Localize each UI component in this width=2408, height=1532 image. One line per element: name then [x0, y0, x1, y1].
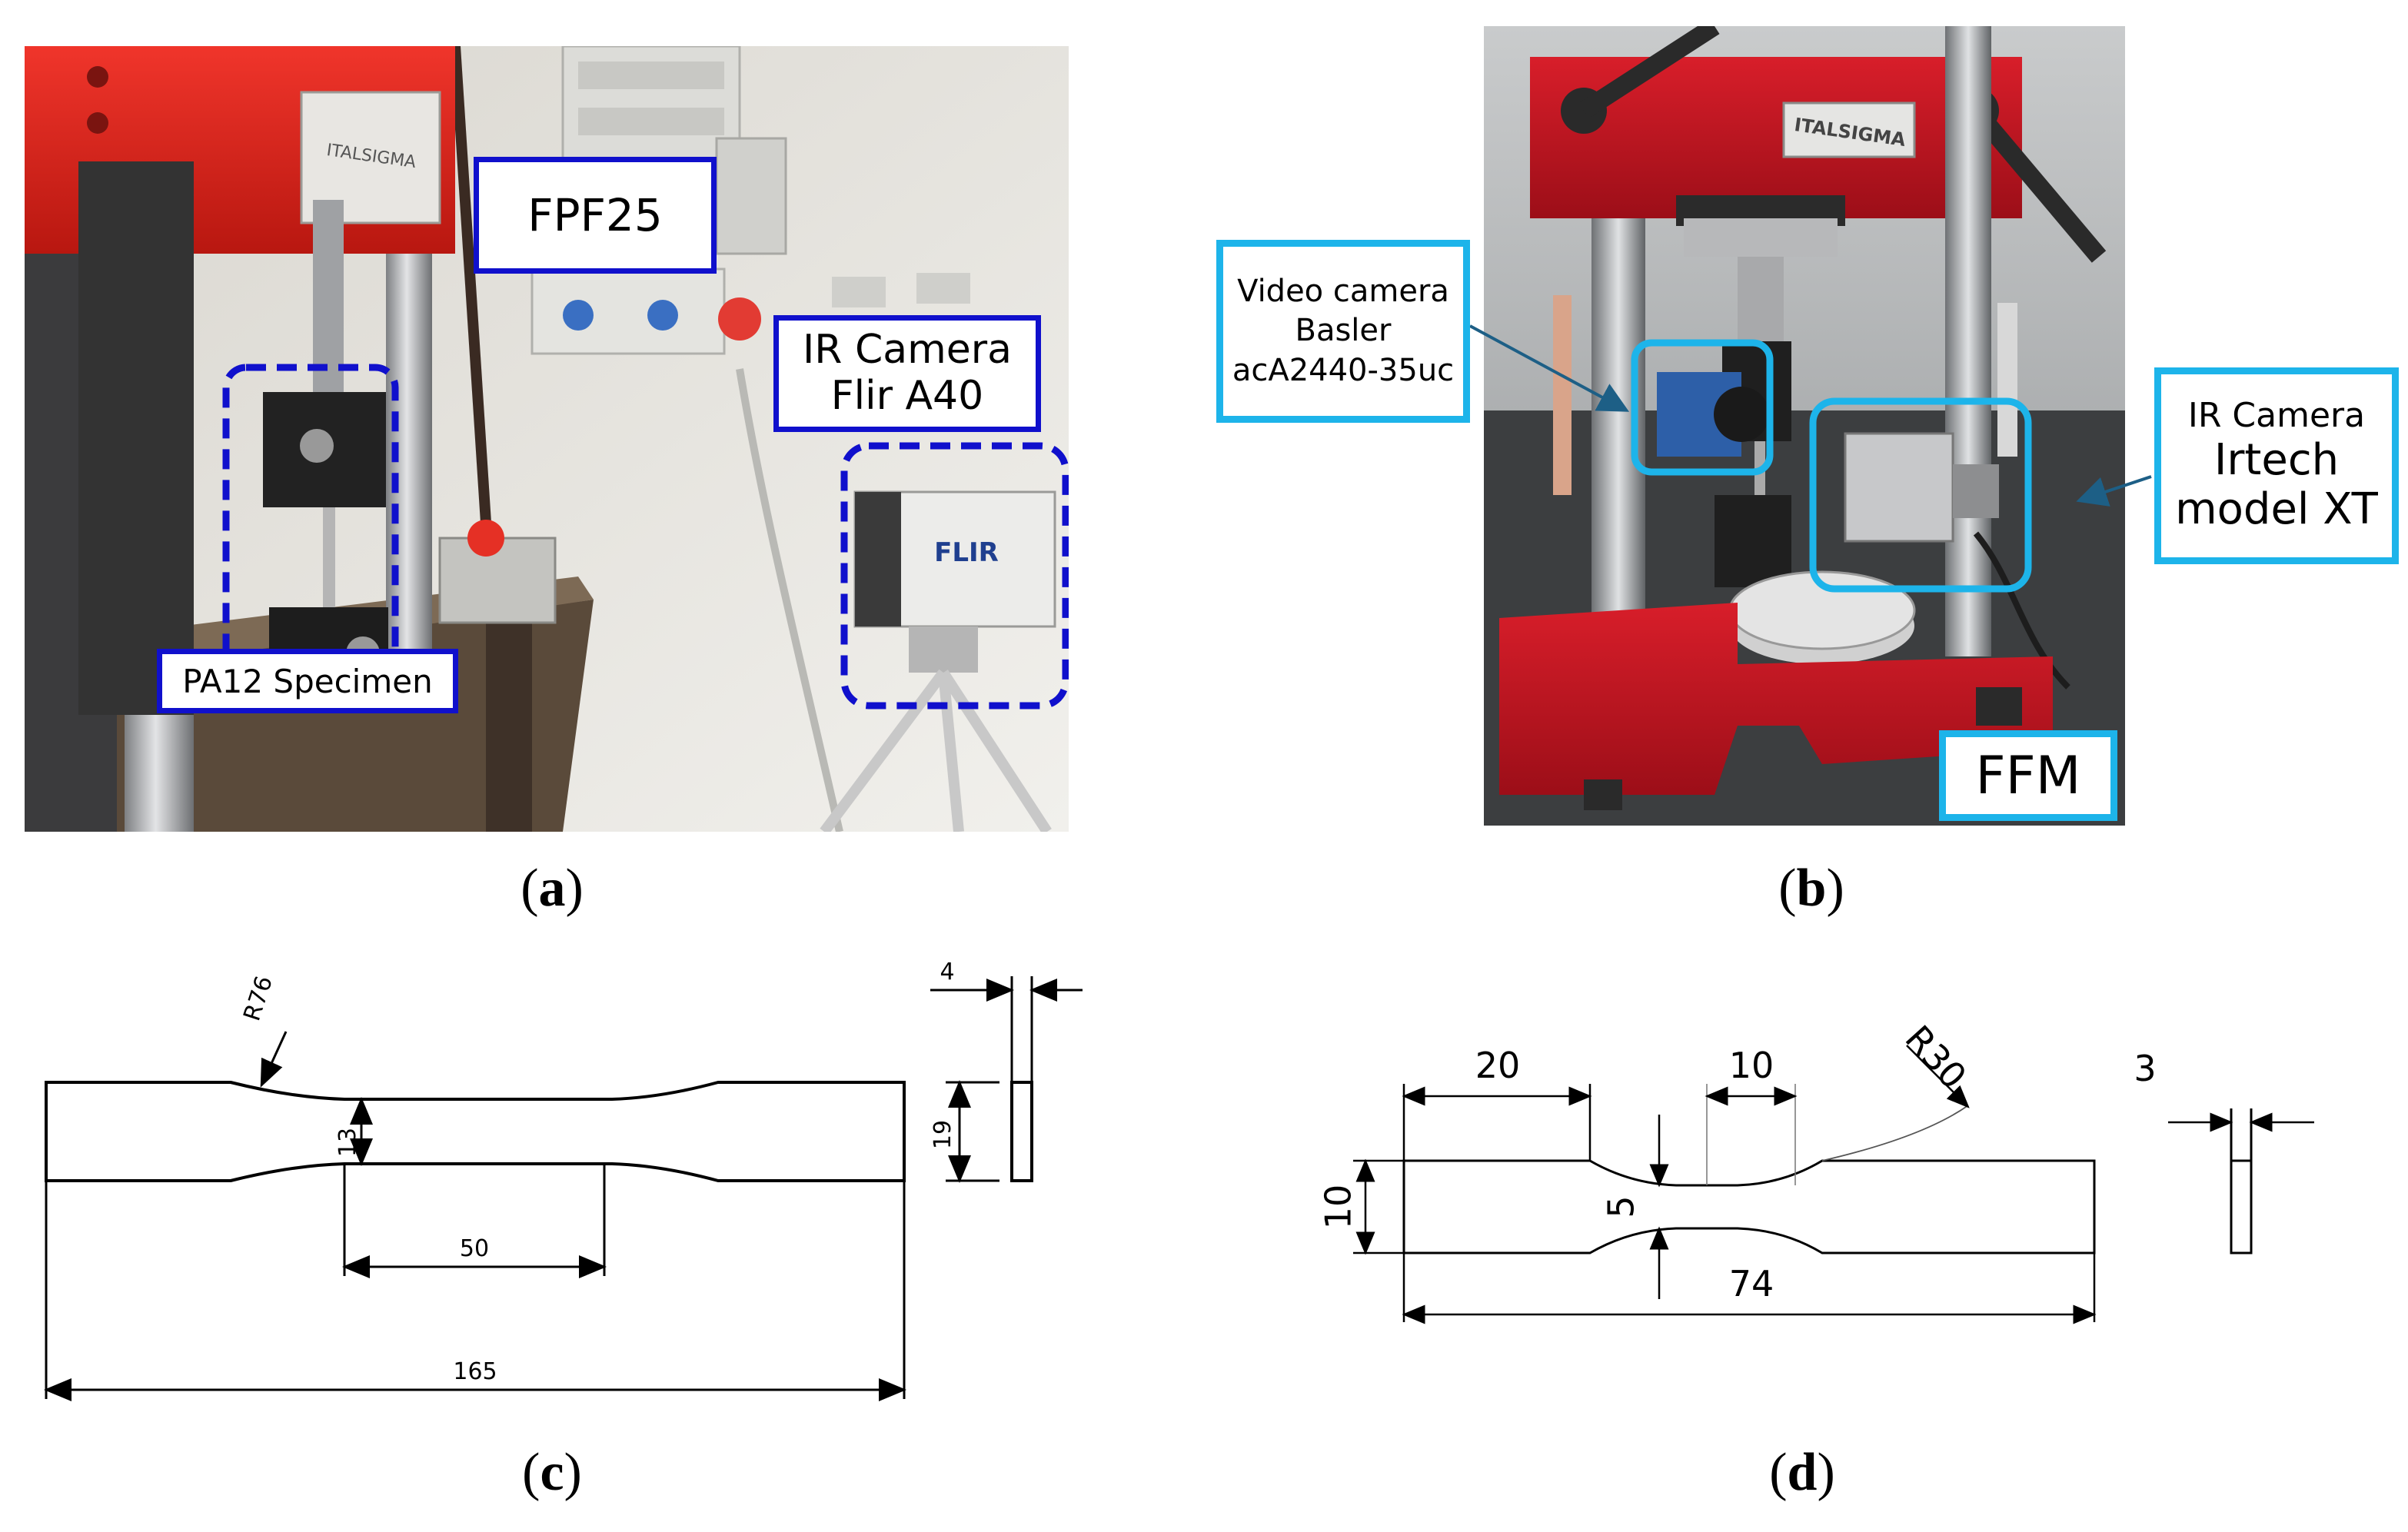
caption-a-letter: a — [538, 859, 566, 918]
dim-d-total-length: 74 — [1729, 1263, 1774, 1304]
dim-c-grip-width: 19 — [930, 1120, 956, 1149]
dim-d-gauge-length: 10 — [1729, 1045, 1774, 1086]
caption-b-letter: b — [1796, 859, 1827, 918]
ir-camera-pointer-arrow — [2076, 475, 2152, 507]
dim-d-radius: R30 — [1897, 1018, 1975, 1097]
label-fpf25-text: FPF25 — [527, 189, 663, 241]
specimen-c-side-view — [1010, 1081, 1033, 1182]
label-ffm-text: FFM — [1975, 745, 2081, 806]
caption-a: (a) — [521, 859, 584, 918]
label-ir-camera-irtech: IR Camera Irtech model XT — [2154, 367, 2399, 564]
video-camera-pointer-arrow — [1469, 324, 1630, 412]
dim-c-radius: R76 — [238, 973, 278, 1025]
label-video-camera-basler: Video camera Basler acA2440-35uc — [1216, 240, 1470, 423]
ir-camera-highlight-box — [840, 442, 1069, 710]
caption-c: (c) — [522, 1443, 582, 1502]
caption-b: (b) — [1778, 859, 1844, 918]
label-video-line3: acA2440-35uc — [1232, 352, 1455, 388]
dim-d-gauge-width: 5 — [1601, 1195, 1642, 1218]
label-ir-camera-line1: IR Camera — [802, 327, 1013, 374]
label-video-line2: Basler — [1295, 313, 1392, 349]
dim-c-thickness: 4 — [940, 959, 954, 985]
label-ir-camera-line2: Flir A40 — [830, 373, 984, 419]
caption-c-letter: c — [540, 1443, 564, 1502]
label-ffm: FFM — [1939, 730, 2117, 821]
dim-c-gauge-length: 50 — [460, 1235, 489, 1262]
caption-d: (d) — [1769, 1443, 1835, 1502]
drawing-specimen-c: R76 13 50 165 4 19 — [44, 959, 1083, 1401]
panel-b-pointer-arrows — [1469, 324, 2152, 507]
dim-c-gauge-width: 13 — [334, 1128, 361, 1157]
label-pa12-specimen-text: PA12 Specimen — [182, 662, 433, 700]
video-camera-highlight-box — [1631, 339, 1774, 476]
label-ir-camera-flir: IR Camera Flir A40 — [773, 315, 1041, 432]
drawing-specimen-d: 20 10 R30 3 10 5 74 — [1318, 1018, 2314, 1324]
dim-d-grip-width: 10 — [1318, 1185, 1359, 1230]
specimen-highlight-box — [222, 364, 399, 676]
ir-camera-highlight-box-b — [1809, 397, 2032, 593]
specimen-c-outline — [45, 1081, 906, 1182]
camera-brand-text: FLIR — [934, 537, 999, 568]
label-pa12-specimen: PA12 Specimen — [157, 649, 458, 713]
label-fpf25: FPF25 — [474, 157, 717, 274]
dim-d-grip-length: 20 — [1475, 1045, 1521, 1086]
label-ir-irtech-line3: model XT — [2175, 484, 2378, 535]
label-ir-irtech-line1: IR Camera — [2187, 396, 2366, 436]
dim-d-thickness: 3 — [2134, 1048, 2156, 1089]
label-ir-irtech-line2: Irtech — [2213, 434, 2340, 485]
caption-d-letter: d — [1787, 1443, 1818, 1502]
specimen-d-side-view — [2230, 1159, 2253, 1255]
photo-ffm-illustration: ITALSIGMA — [1484, 26, 2125, 826]
dim-c-total-length: 165 — [453, 1358, 497, 1385]
specimen-d-outline — [1402, 1159, 2096, 1255]
label-video-line1: Video camera — [1237, 274, 1449, 310]
photo-ffm-setup: ITALSIGMA — [1484, 26, 2125, 826]
